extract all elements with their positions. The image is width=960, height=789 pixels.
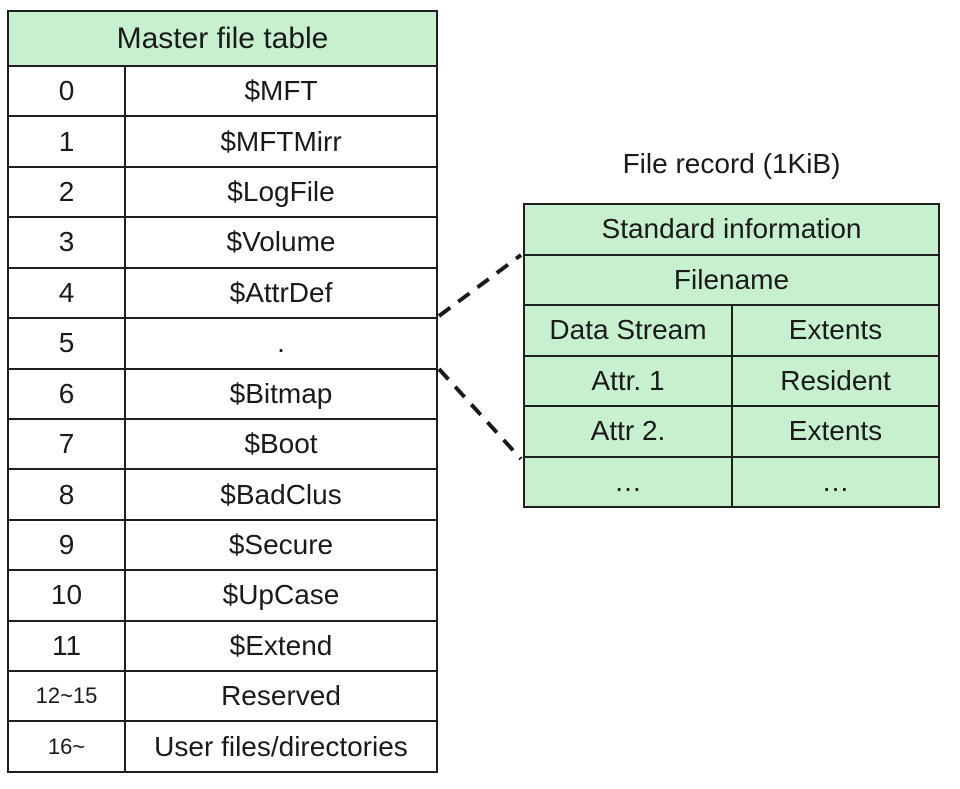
mft-row-index: 0 [9,67,126,116]
mft-row-name: $AttrDef [229,276,333,308]
mft-row-name: Reserved [221,680,341,712]
mft-row-name: $MFTMirr [220,125,342,157]
file-record-cell: Standard information [601,213,862,245]
mft-row-index: 1 [9,117,126,166]
mft-row-name: $Extend [229,629,333,661]
storage-cell: Extents [788,314,883,346]
mft-row-index: 4 [9,268,126,318]
mft-row-index: 6 [9,369,126,418]
attribute-cell: Data Stream [525,306,733,355]
dashed-connector-bottom [437,367,523,461]
mft-row-name: $Volume [226,226,336,258]
mft-row-index: 10 [9,571,126,620]
file-record-row-standard-information: Standard information [525,205,938,256]
file-record-row-ellipsis: … … [525,457,938,506]
mft-row-8: 8 $BadClus [9,470,436,521]
mft-row-2: 2 $LogFile [9,167,436,219]
mft-row-index: 11 [9,621,126,671]
mft-row-name: $LogFile [227,176,335,208]
mft-row-index: 16~ [9,722,126,771]
mft-row-index: 9 [9,520,126,570]
mft-row-name: $Bitmap [229,377,333,409]
storage-cell: … [821,465,850,497]
mft-row-9: 9 $Secure [9,520,436,572]
mft-row-index: 12~15 [9,672,126,721]
mft-row-index: 5 [9,319,126,368]
mft-row-name: User files/directories [154,730,408,762]
file-record-row-data-stream: Data Stream Extents [525,306,938,357]
mft-row-index: 8 [9,470,126,519]
mft-row-0: 0 $MFT [9,67,436,118]
file-record-row-filename: Filename [525,255,938,306]
storage-cell: Extents [788,415,883,447]
attribute-cell: … [525,457,733,506]
mft-row-3: 3 $Volume [9,218,436,269]
mft-row-name: $MFT [244,75,318,107]
attribute-cell: Attr. 1 [525,356,733,405]
file-record-row-attr-2: Attr 2. Extents [525,407,938,458]
mft-row-name: $BadClus [220,478,342,510]
dashed-connector-top [437,253,523,318]
mft-row-7: 7 $Boot [9,419,436,471]
mft-table-title: Master file table [9,12,436,67]
mft-row-index: 2 [9,167,126,217]
mft-row-name: $Secure [228,529,334,560]
mft-row-10: 10 $UpCase [9,571,436,622]
mft-row-name: $Boot [244,428,318,460]
file-record-cell: Filename [673,263,790,295]
mft-row-5-root-directory: 5 . [9,319,436,370]
mft-row-1: 1 $MFTMirr [9,117,436,168]
mft-row-name: . [277,327,285,359]
file-record-table: Standard information Filename Data Strea… [523,203,940,508]
attribute-cell: Attr 2. [525,407,733,456]
file-record-row-attr-1: Attr. 1 Resident [525,356,938,407]
mft-row-index: 3 [9,218,126,267]
mft-row-6: 6 $Bitmap [9,369,436,420]
master-file-table: Master file table 0 $MFT 1 $MFTMirr 2 $L… [7,10,438,773]
mft-row-name: $UpCase [222,579,340,611]
mft-row-4: 4 $AttrDef [9,268,436,320]
storage-cell: Resident [780,364,891,396]
mft-row-11: 11 $Extend [9,621,436,673]
file-record-title: File record (1KiB) [622,148,841,179]
mft-row-12-15: 12~15 Reserved [9,672,436,723]
mft-row-16-up: 16~ User files/directories [9,722,436,771]
mft-row-index: 7 [9,419,126,469]
